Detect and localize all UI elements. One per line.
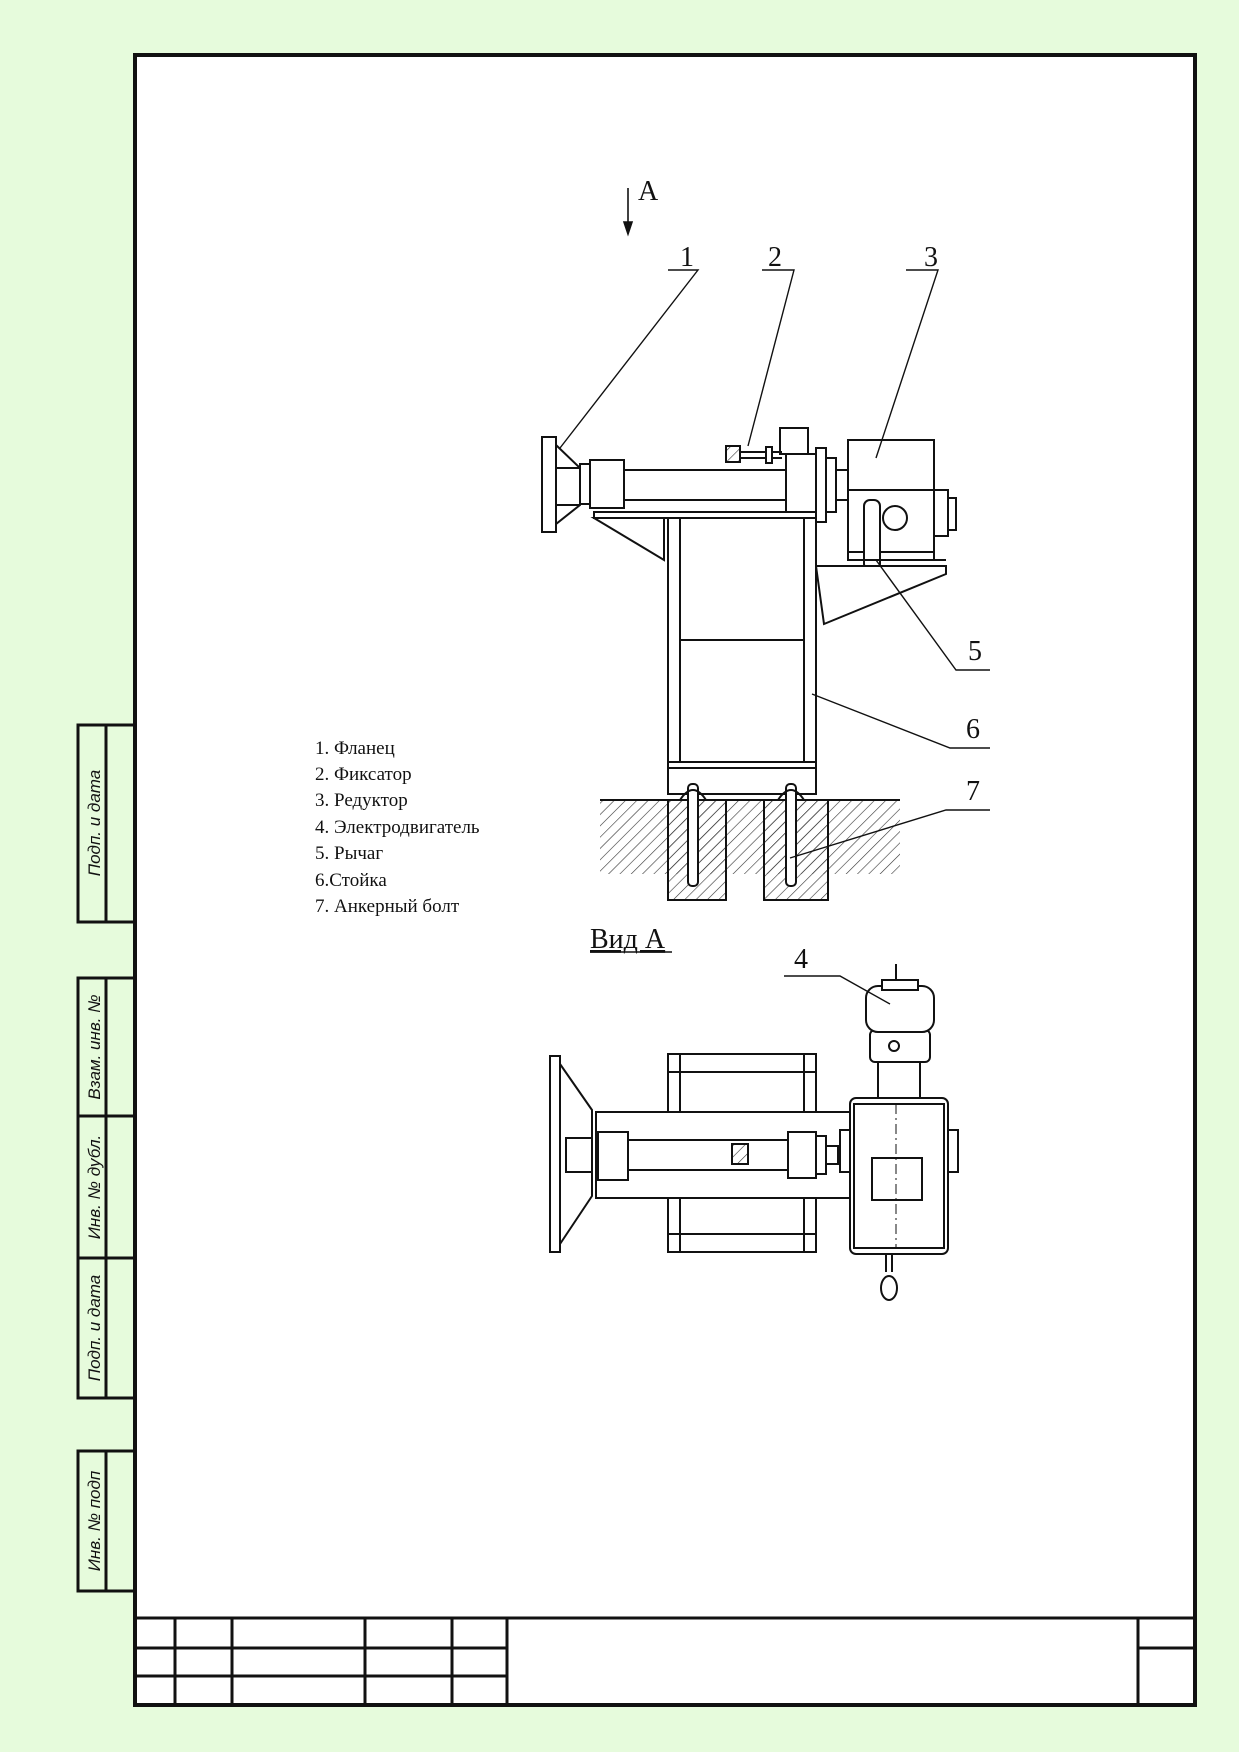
legend-item: 3. Редуктор xyxy=(315,790,408,811)
fixator xyxy=(725,445,782,464)
callout-5: 5 xyxy=(968,636,982,667)
legend-item: 5. Рычаг xyxy=(315,843,383,864)
top-view xyxy=(549,964,959,1301)
title-block xyxy=(135,1616,1195,1705)
callout-3: 3 xyxy=(924,242,938,273)
legend-item: 2. Фиксатор xyxy=(315,764,412,785)
stamp-sign-date-top: Подп. и дата xyxy=(85,770,104,876)
column xyxy=(667,517,817,795)
top-gearbox xyxy=(839,1097,959,1255)
foundation xyxy=(600,799,900,901)
view-arrow xyxy=(622,188,634,237)
callout-6: 6 xyxy=(966,714,980,745)
view-a-caption: Вид А xyxy=(590,924,666,955)
motor xyxy=(865,964,935,1099)
sheet-frame xyxy=(133,53,1197,1707)
top-shaft xyxy=(565,1111,853,1199)
flange xyxy=(541,436,581,533)
shaft-assembly xyxy=(579,427,849,523)
leader-lines-front xyxy=(559,269,990,859)
lever-handle xyxy=(880,1254,898,1301)
anchor-bolts xyxy=(679,783,805,887)
legend: 1. Фланец 2. Фиксатор 3. Редуктор 4. Эле… xyxy=(315,738,480,917)
stamp-dupl-inv: Инв. № дубл. xyxy=(85,1135,104,1240)
view-arrow-label: А xyxy=(638,176,659,207)
legend-item: 4. Электродвигатель xyxy=(315,817,480,838)
stamp-replace-inv: Взам. инв. № xyxy=(85,994,104,1099)
side-stamp-column xyxy=(76,723,137,1593)
support-frame xyxy=(590,511,947,626)
gearbox xyxy=(847,439,957,579)
callout-7: 7 xyxy=(966,776,980,807)
callout-2: 2 xyxy=(768,242,782,273)
stamp-sign-date-bottom: Подп. и дата xyxy=(85,1275,104,1381)
stamp-orig-inv: Инв. № подп xyxy=(85,1470,104,1571)
front-view xyxy=(541,427,957,901)
legend-item: 7. Анкерный болт xyxy=(315,896,460,917)
legend-item: 6.Стойка xyxy=(315,870,387,891)
leader-lines-top xyxy=(784,975,891,1005)
callout-4: 4 xyxy=(794,944,808,975)
callout-1: 1 xyxy=(680,242,694,273)
legend-item: 1. Фланец xyxy=(315,738,395,759)
